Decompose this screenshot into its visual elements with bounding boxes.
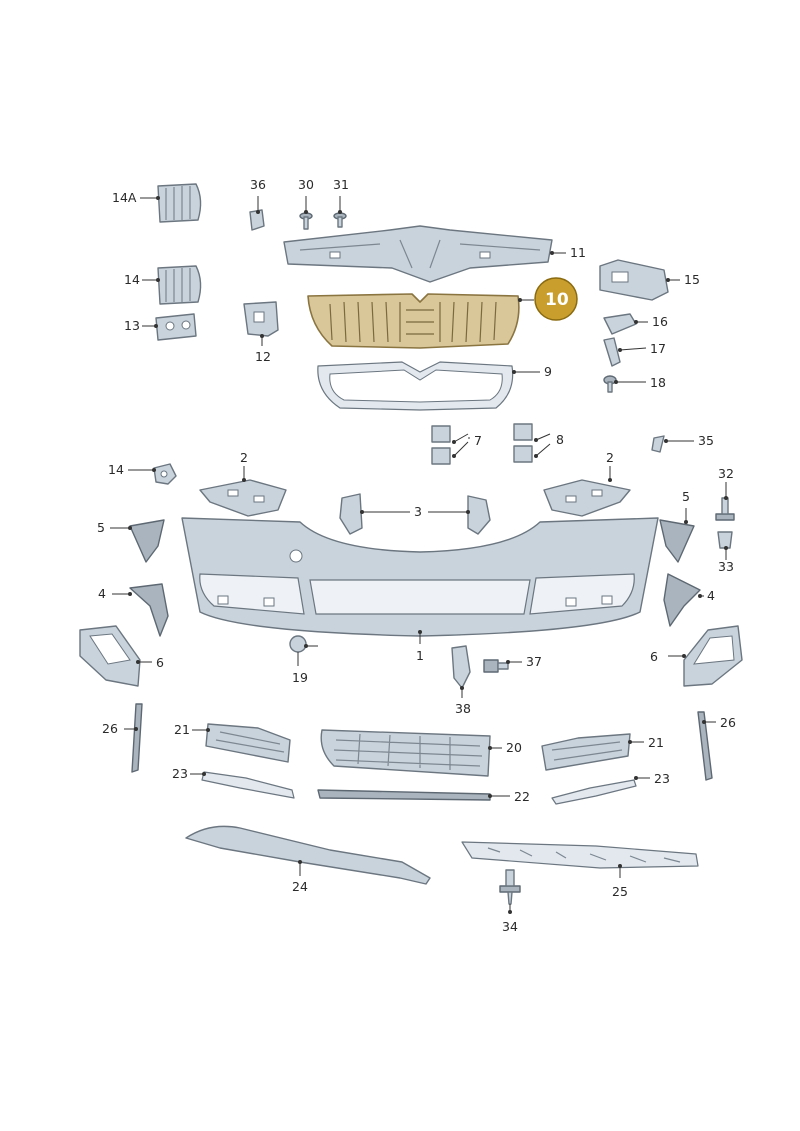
part-14-sensor-holder[interactable] [153, 463, 177, 485]
part-9-grille-frame[interactable] [317, 361, 514, 411]
label-6-right: 6 [650, 649, 658, 664]
part-18-screw[interactable] [603, 375, 617, 393]
part-13-bracket[interactable] [155, 313, 197, 341]
part-26-left-molding[interactable] [131, 703, 143, 773]
label-23-left: 23 [172, 766, 188, 781]
label-16: 16 [652, 314, 668, 329]
label-2-left: 2 [240, 450, 248, 465]
part-1-bumper-cover[interactable] [181, 517, 659, 637]
label-19: 19 [292, 670, 308, 685]
part-23-left-trim-strip[interactable] [201, 771, 295, 799]
label-14-mid: 14 [108, 462, 124, 477]
label-5-right: 5 [682, 489, 690, 504]
part-32-screw[interactable] [715, 497, 735, 521]
label-18: 18 [650, 375, 666, 390]
part-15-sensor-module[interactable] [599, 259, 669, 301]
part-33-nut[interactable] [717, 531, 733, 549]
label-36: 36 [250, 177, 266, 192]
part-11-upper-carrier[interactable] [283, 225, 553, 283]
label-11: 11 [570, 245, 586, 260]
label-31: 31 [333, 177, 349, 192]
part-8-pads[interactable] [513, 423, 533, 463]
label-23-right: 23 [654, 771, 670, 786]
label-1: 1 [416, 648, 424, 663]
label-2-right: 2 [606, 450, 614, 465]
label-25: 25 [612, 884, 628, 899]
part-10-callout-badge: 10 [534, 277, 578, 321]
label-14a: 14A [112, 190, 137, 205]
part-6-left-fog-frame[interactable] [79, 625, 141, 687]
part-7-pads[interactable] [431, 425, 451, 465]
part-35-clip[interactable] [651, 435, 665, 453]
part-4-left-side-guide[interactable] [129, 583, 169, 637]
label-5-left: 5 [97, 520, 105, 535]
label-4-left: 4 [98, 586, 106, 601]
label-30: 30 [298, 177, 314, 192]
part-38-sensor-holder[interactable] [451, 645, 471, 689]
part-19-tow-hook-cap[interactable] [289, 635, 307, 653]
label-21-left: 21 [174, 722, 190, 737]
label-32: 32 [718, 466, 734, 481]
label-17: 17 [650, 341, 666, 356]
part-10-radiator-grille-highlighted[interactable] [307, 293, 520, 349]
part-37-sensor[interactable] [483, 659, 509, 673]
label-4-right: 4 [707, 588, 715, 603]
part-4-right-side-guide[interactable] [663, 573, 701, 627]
label-6-left: 6 [156, 655, 164, 670]
label-33: 33 [718, 559, 734, 574]
label-35: 35 [698, 433, 714, 448]
label-26-right: 26 [720, 715, 736, 730]
part-20-lower-grille[interactable] [320, 729, 491, 777]
part-5-right-corner-trim[interactable] [659, 519, 695, 563]
highlight-label-10: 10 [545, 290, 569, 310]
part-24-front-spoiler[interactable] [185, 825, 431, 885]
part-34-screw[interactable] [499, 869, 521, 905]
label-13: 13 [124, 318, 140, 333]
part-21-left-fog-grille[interactable] [205, 723, 291, 763]
label-34: 34 [502, 919, 518, 934]
label-9: 9 [544, 364, 552, 379]
label-22: 22 [514, 789, 530, 804]
label-14-top: 14 [124, 272, 140, 287]
part-2-left-guide-bracket[interactable] [199, 479, 287, 517]
label-38: 38 [455, 701, 471, 716]
part-21-right-fog-grille[interactable] [541, 733, 631, 771]
part-23-right-trim-strip[interactable] [551, 779, 637, 805]
part-22-lower-trim-strip[interactable] [317, 789, 491, 801]
part-14a-side-grille[interactable] [157, 183, 202, 223]
label-24: 24 [292, 879, 308, 894]
part-16-bracket[interactable] [603, 313, 637, 335]
part-3-left-mount-bracket[interactable] [339, 493, 363, 535]
label-15: 15 [684, 272, 700, 287]
part-25-underbody-panel[interactable] [461, 841, 699, 869]
part-6-right-fog-frame[interactable] [683, 625, 743, 687]
part-17-holder[interactable] [603, 337, 621, 367]
label-12: 12 [255, 349, 271, 364]
label-37: 37 [526, 654, 542, 669]
part-26-right-molding[interactable] [697, 711, 713, 781]
part-31-screw[interactable] [333, 212, 347, 228]
label-8: 8 [556, 432, 564, 447]
label-21-right: 21 [648, 735, 664, 750]
label-26-left: 26 [102, 721, 118, 736]
label-20: 20 [506, 740, 522, 755]
part-3-right-mount-bracket[interactable] [467, 495, 491, 535]
part-5-left-corner-trim[interactable] [129, 519, 165, 563]
part-12-mount[interactable] [243, 301, 279, 337]
label-7: 7 [474, 433, 482, 448]
part-14-side-grille-upper[interactable] [157, 265, 202, 305]
part-2-right-guide-bracket[interactable] [543, 479, 631, 517]
part-30-screw[interactable] [299, 212, 313, 230]
label-3: 3 [414, 504, 422, 519]
